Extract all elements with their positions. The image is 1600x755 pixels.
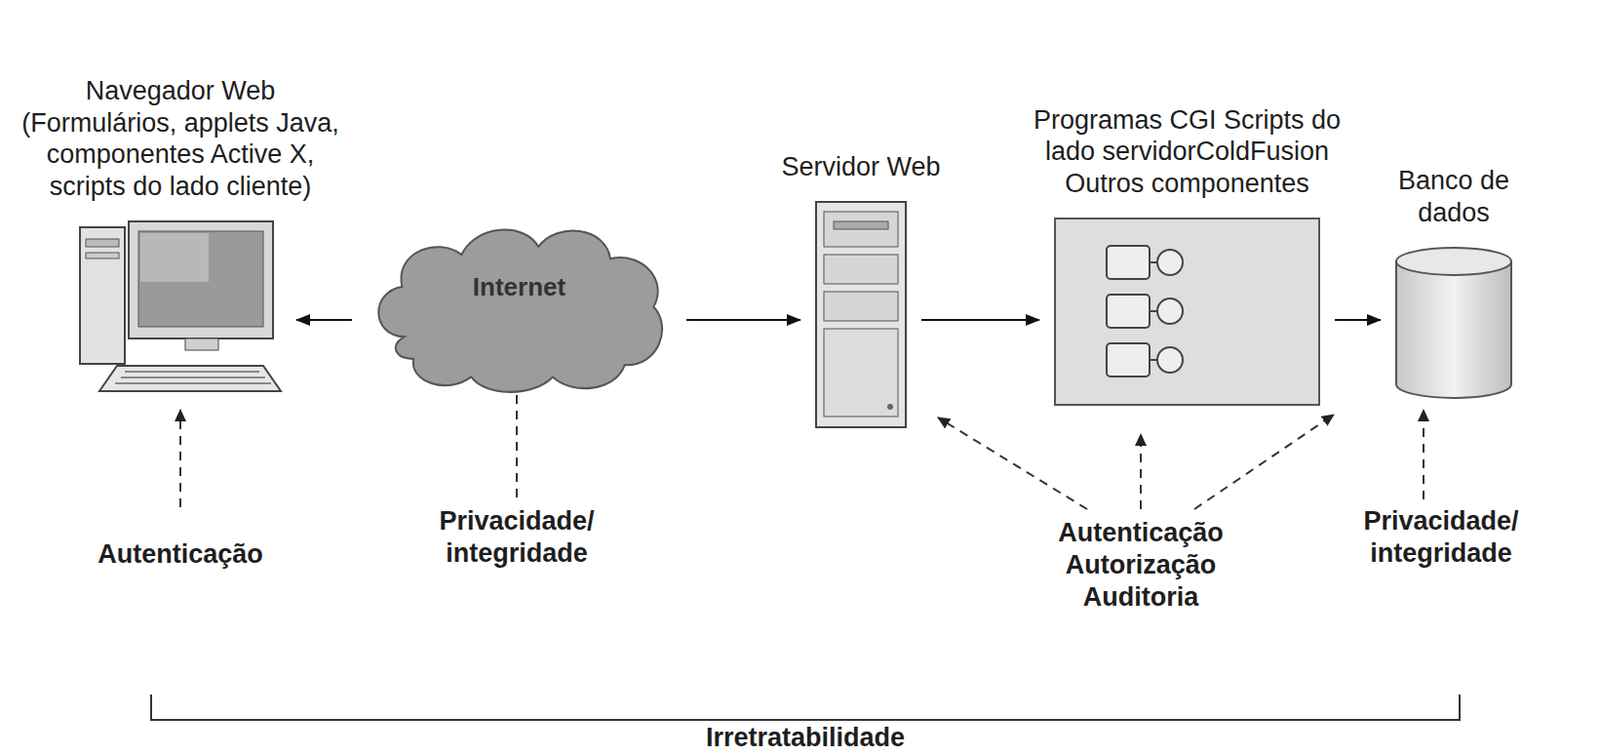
node-icon [814,199,908,430]
node-icon [1394,245,1514,400]
annotation-label: Privacidade/ integridade [1360,505,1522,570]
node-heading: Programas CGI Scripts do lado servidorCo… [1016,104,1359,199]
database-cylinder: Banco de dados [1394,245,1514,400]
leader-line [515,394,518,500]
leader-line [1422,409,1425,500]
node-icon [1053,216,1322,407]
leader-line [1194,414,1334,509]
leader-line [1139,433,1142,509]
node-label: Internet [472,272,566,303]
flow-arrow [296,318,352,321]
leader-line [937,417,1088,509]
web-server: Servidor Web [814,199,908,430]
flow-arrow [1334,318,1381,321]
annotation-label: Autenticação [94,538,267,571]
leader-line [179,409,182,508]
annotation-label: Privacidade/ integridade [435,505,597,570]
node-heading: Servidor Web [778,151,944,183]
server-components-box: Programas CGI Scripts do lado servidorCo… [1053,216,1322,407]
internet-cloud: Internet [365,216,673,397]
web-browser-computer: Navegador Web (Formulários, applets Java… [78,219,283,395]
flow-arrow [686,318,801,321]
annotation-label: Irretratabilidade [702,721,908,754]
node-heading: Banco de dados [1394,164,1514,229]
node-icon [78,219,283,395]
node-icon [365,216,673,397]
bracket [151,694,1460,720]
flow-arrow [921,318,1040,321]
annotation-label: Autenticação Autorização Auditoria [1054,516,1227,614]
node-heading: Navegador Web (Formulários, applets Java… [19,75,342,202]
